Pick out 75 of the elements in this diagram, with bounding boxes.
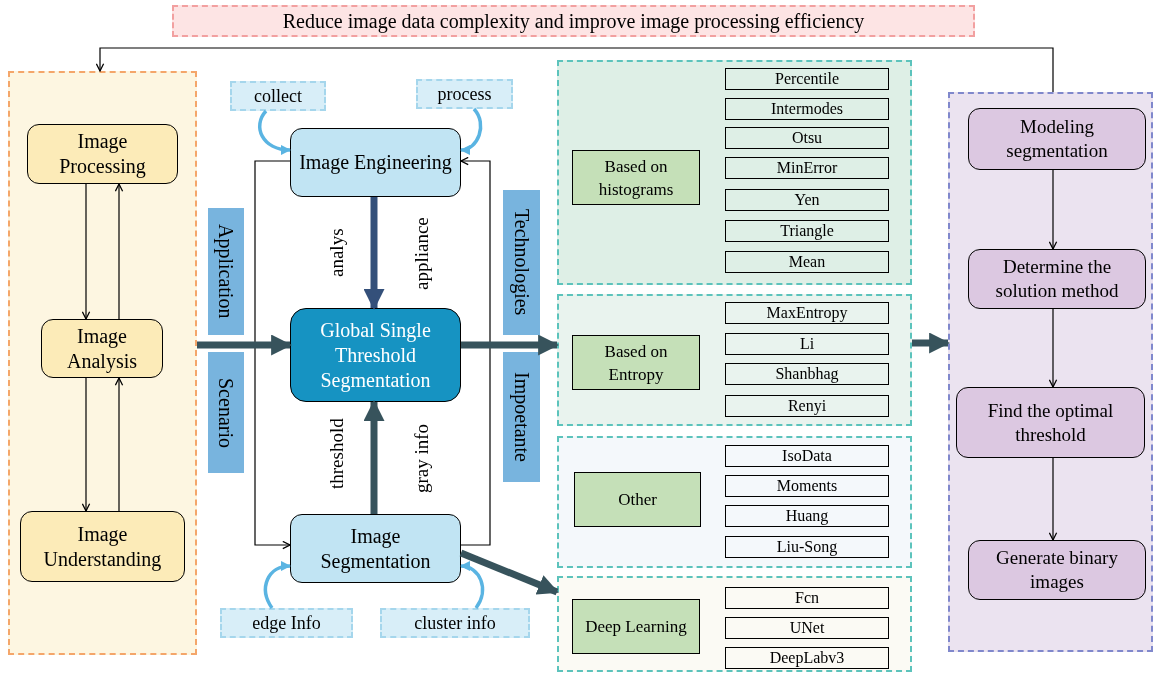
category-box: Deep Learning <box>572 599 700 654</box>
process-box: Image Segmentation <box>290 514 461 583</box>
dashed-panel <box>948 92 1153 652</box>
thick-arrow <box>459 549 559 596</box>
band-text: Impoetante <box>509 372 534 462</box>
dashed-panel <box>557 60 912 285</box>
process-box: Modeling segmentation <box>968 108 1146 170</box>
process-box: Image Processing <box>27 124 178 184</box>
method-box: Liu-Song <box>725 536 889 558</box>
thick-arrow <box>912 332 951 354</box>
core-box: Global Single Threshold Segmentation <box>290 308 461 402</box>
process-box: Determine the solution method <box>968 249 1146 309</box>
method-box: IsoData <box>725 445 889 467</box>
method-box: Fcn <box>725 587 889 609</box>
thick-arrow <box>459 107 483 154</box>
method-box: MinError <box>725 157 889 179</box>
arrow <box>254 160 291 550</box>
thick-arrow <box>459 561 485 609</box>
arrow-label: analys <box>325 227 348 280</box>
process-box: Find the optimal threshold <box>956 387 1145 458</box>
tag-box: process <box>416 79 513 109</box>
dashed-panel <box>8 71 197 655</box>
method-box: Intermodes <box>725 98 889 120</box>
method-box: Li <box>725 333 889 355</box>
text-banner: Reduce image data complexity and improve image processing efficiency <box>172 5 975 37</box>
band-text: Technologies <box>509 209 534 316</box>
band-text: Application <box>213 224 238 319</box>
category-box: Other <box>574 472 701 527</box>
thick-arrow <box>363 399 385 514</box>
method-box: Yen <box>725 189 889 211</box>
tag-box: edge Info <box>220 608 353 638</box>
method-box: Renyi <box>725 395 889 417</box>
category-box: Based on histograms <box>572 150 700 205</box>
arrow <box>81 183 91 320</box>
label-band <box>208 352 244 473</box>
method-box: UNet <box>725 617 889 639</box>
method-box: Shanbhag <box>725 363 889 385</box>
label-band <box>503 190 540 335</box>
band-text: Scenario <box>214 377 238 448</box>
method-box: Otsu <box>725 127 889 149</box>
arrow <box>1048 169 1058 250</box>
process-box: Image Analysis <box>41 319 163 378</box>
category-box: Based on Entropy <box>572 335 700 390</box>
thick-arrow <box>363 197 385 311</box>
arrow <box>114 377 124 512</box>
method-box: Mean <box>725 251 889 273</box>
label-band <box>503 352 540 482</box>
method-box: MaxEntropy <box>725 302 889 324</box>
tag-box: collect <box>230 81 326 111</box>
dashed-panel <box>557 576 912 672</box>
method-box: Triangle <box>725 220 889 242</box>
dashed-panel <box>557 294 912 426</box>
method-box: DeepLabv3 <box>725 647 889 669</box>
thick-arrow <box>258 109 292 155</box>
arrow <box>95 47 1054 93</box>
arrow-label: threshold <box>325 417 348 492</box>
process-box: Image Understanding <box>20 511 185 582</box>
arrow <box>460 156 491 546</box>
arrow <box>81 377 91 512</box>
thick-arrow <box>197 334 293 356</box>
dashed-panel <box>557 436 912 568</box>
thick-arrow <box>461 334 560 356</box>
arrow <box>1048 457 1058 541</box>
method-box: Moments <box>725 475 889 497</box>
thick-arrow <box>263 561 292 609</box>
method-box: Percentile <box>725 68 889 90</box>
arrow <box>114 183 124 320</box>
label-band <box>208 208 244 335</box>
arrow-label: gray info <box>410 422 433 495</box>
method-box: Huang <box>725 505 889 527</box>
arrow-label: appliance <box>410 216 433 293</box>
arrow <box>1048 308 1058 388</box>
process-box: Generate binary images <box>968 540 1146 600</box>
process-box: Image Engineering <box>290 128 461 197</box>
tag-box: cluster info <box>380 608 530 638</box>
